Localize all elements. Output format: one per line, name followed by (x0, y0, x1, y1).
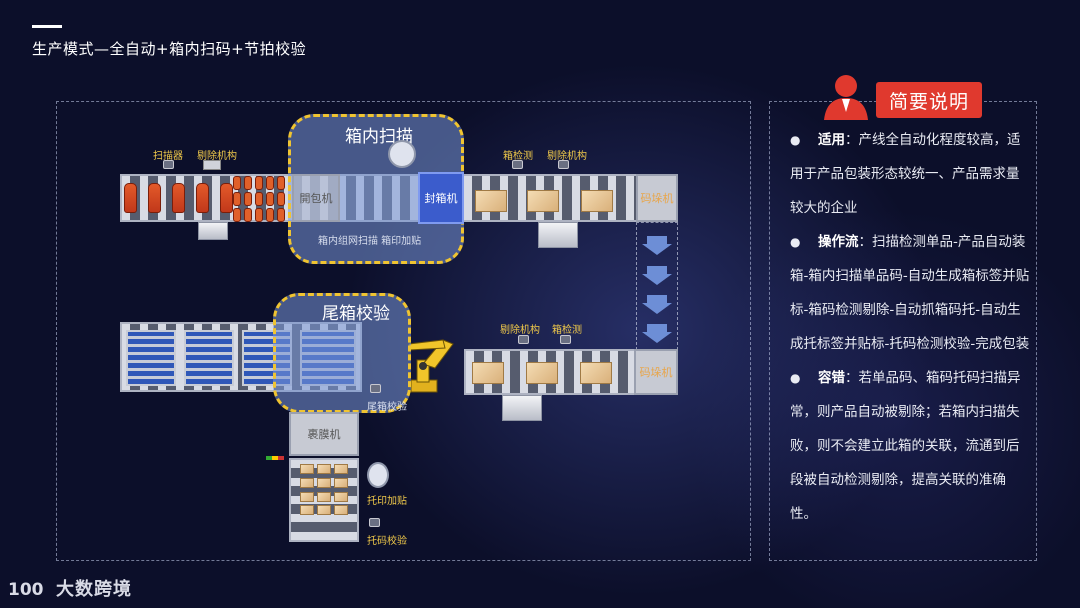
diagram-frame (56, 101, 751, 561)
page-title: 生产模式—全自动+箱内扫码+节拍校验 (32, 40, 307, 58)
box-check-label-2: 箱检测 (552, 325, 582, 336)
carton-box (526, 362, 558, 384)
tail-check-caption: 尾箱校验 (367, 402, 407, 413)
status-light-icon (266, 456, 284, 460)
tail-check-zone-title: 尾箱校验 (322, 304, 390, 324)
top-reject-tray-1 (198, 222, 228, 240)
reject-mechanism-icon (518, 335, 529, 344)
info-item-workflow: ●操作流：扫描检测单品-产品自动装箱-箱内扫描单品码-自动生成箱标签并贴标-箱码… (790, 225, 1030, 361)
box-check-icon (560, 335, 571, 344)
labeling-robot-icon (367, 462, 389, 488)
down-arrow-icon (642, 324, 672, 343)
carton-box (581, 190, 613, 212)
palletizing-robot-icon (408, 339, 454, 393)
tail-check-zone (273, 293, 411, 413)
scanner-label: 扫描器 (153, 151, 183, 162)
box-check-icon (512, 160, 523, 169)
svg-text:100: 100 (8, 580, 44, 600)
bullet-icon: ● (790, 371, 801, 385)
wrapper-machine: 裹膜机 (289, 412, 359, 456)
reject-label-3: 剔除机构 (500, 325, 540, 336)
finished-pallet (300, 464, 350, 516)
info-item-fault-tolerance: ●容错：若单品码、箱码托码扫描异常，则产品自动被剔除；若箱内扫描失败，则不会建立… (790, 361, 1030, 531)
title-accent-bar (32, 25, 62, 28)
pallet (184, 330, 234, 386)
bottle-group (124, 183, 234, 215)
carton-box (527, 190, 559, 212)
bottle-batch (233, 176, 287, 222)
stacker-top: 码垛机 (636, 174, 678, 222)
carton-box (580, 362, 612, 384)
bottle (220, 183, 233, 213)
bullet-icon: ● (790, 133, 801, 147)
down-arrow-icon (642, 236, 672, 255)
logo-mark-icon: 100 (8, 580, 44, 600)
middle-reject-tray (502, 395, 542, 421)
opener-machine: 開包机 (292, 174, 340, 222)
pallet-check-icon (369, 518, 380, 527)
pallet (126, 330, 176, 386)
person-icon (824, 75, 868, 120)
stacker-bottom: 码垛机 (634, 349, 678, 395)
carton-box (475, 190, 507, 212)
robot-arm-icon (388, 140, 416, 168)
down-arrow-icon (642, 295, 672, 314)
bottle (148, 183, 161, 213)
tail-scanner-icon (370, 384, 381, 393)
scanner-icon (163, 160, 174, 169)
box-check-label-1: 箱检测 (503, 151, 533, 162)
bottle (172, 183, 185, 213)
bottle (124, 183, 137, 213)
down-arrow-icon (642, 266, 672, 285)
top-reject-tray-2 (538, 222, 578, 248)
reject-mechanism-icon (558, 160, 569, 169)
logo-text: 大数跨境 (56, 579, 132, 600)
bullet-icon: ● (790, 235, 801, 249)
sealer-machine: 封箱机 (418, 172, 464, 224)
reject-label-1: 剔除机构 (197, 151, 237, 162)
box-scan-zone-caption: 箱内组网扫描 箱印加贴 (318, 236, 422, 247)
carton-box (472, 362, 504, 384)
summary-button[interactable]: 简要说明 (876, 82, 982, 118)
pallet-check-label: 托码校验 (367, 536, 407, 547)
info-list: ●适用：产线全自动化程度较高，适用于产品包装形态较统一、产品需求量较大的企业 ●… (790, 123, 1030, 531)
brand-logo: 100 大数跨境 (8, 575, 132, 601)
bottle (196, 183, 209, 213)
reject-label-2: 剔除机构 (547, 151, 587, 162)
reject-mechanism-icon (203, 160, 221, 170)
info-item-applicable: ●适用：产线全自动化程度较高，适用于产品包装形态较统一、产品需求量较大的企业 (790, 123, 1030, 225)
pallet-label-label: 托印加贴 (367, 496, 407, 507)
